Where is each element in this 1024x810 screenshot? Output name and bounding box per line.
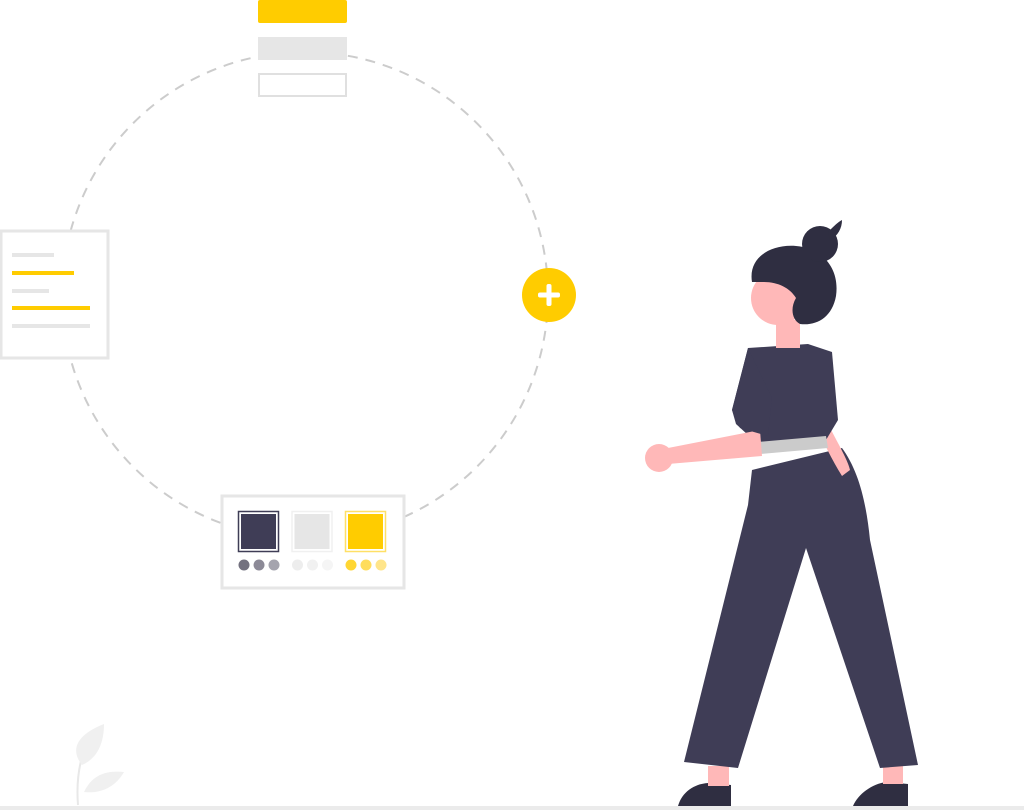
swatch-frame-light xyxy=(291,510,333,553)
document-card-frame xyxy=(0,229,110,360)
top-accent-bar xyxy=(258,0,347,23)
swatch-dark-dot[interactable] xyxy=(268,559,280,571)
ground-line xyxy=(0,806,1024,810)
add-button[interactable] xyxy=(522,268,576,322)
top-gray-bar xyxy=(258,37,347,60)
doc-line-gray xyxy=(12,253,54,257)
top-outline-bar xyxy=(258,73,347,97)
hair xyxy=(751,245,837,325)
document-card[interactable] xyxy=(0,229,110,360)
doc-line-gray xyxy=(12,324,90,328)
doc-line-accent xyxy=(12,271,74,275)
right-shoe xyxy=(853,782,908,806)
swatch-dark-dot[interactable] xyxy=(253,559,265,571)
left-shoe xyxy=(678,783,731,806)
swatch-light-dot[interactable] xyxy=(292,559,303,571)
pants xyxy=(684,448,918,768)
swatch-frame-dark xyxy=(237,510,280,553)
swatch-dark-dot[interactable] xyxy=(238,559,250,571)
person-figure xyxy=(645,220,918,806)
swatch-frame-accent xyxy=(344,510,387,553)
plus-icon xyxy=(538,284,560,306)
swatch-accent-dot[interactable] xyxy=(360,559,372,571)
swatch-accent-dot[interactable] xyxy=(375,559,387,571)
palette-swatches xyxy=(237,510,387,571)
dashed-orbit-circle xyxy=(61,51,549,539)
doc-line-accent xyxy=(12,306,90,310)
swatch-light[interactable] xyxy=(294,514,330,549)
swatch-light-dot[interactable] xyxy=(322,559,333,571)
swatch-light-dot[interactable] xyxy=(307,559,318,571)
palette-card[interactable] xyxy=(220,494,406,590)
swatch-accent-dot[interactable] xyxy=(345,559,357,571)
belt xyxy=(758,436,828,454)
leaf-plant-icon xyxy=(76,724,124,806)
top-stack-card[interactable] xyxy=(258,0,347,97)
swatch-accent[interactable] xyxy=(348,514,383,549)
doc-line-gray xyxy=(12,289,49,293)
swatch-dark[interactable] xyxy=(241,514,276,549)
